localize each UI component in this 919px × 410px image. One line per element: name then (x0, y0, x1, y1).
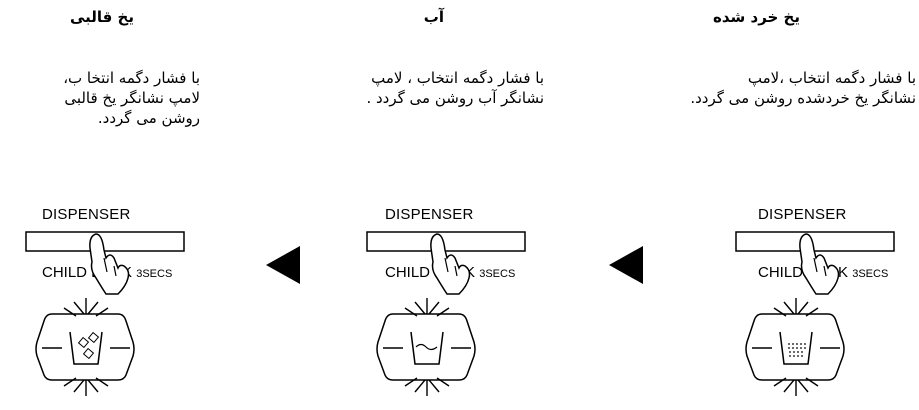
child-lock-label: CHILD LOCK 3SECS (385, 264, 515, 281)
water-description: با فشار دگمه انتخاب ، لامپ نشانگر آب روش… (366, 68, 544, 108)
description-line: روشن می گردد. (97, 109, 200, 127)
child-lock-secs: 3SECS (852, 268, 889, 280)
water-glass-icon (376, 298, 476, 396)
description-line: با فشار دگمه انتخاب ،لامپ (747, 69, 916, 87)
crushed-ice-glass-icon (745, 298, 845, 396)
left-arrow-icon (266, 246, 300, 284)
dispenser-panel-diagram (366, 231, 526, 396)
description-line: با فشار دگمه انتخاب ، لامپ (371, 69, 544, 87)
dispenser-button[interactable] (366, 231, 526, 252)
cube-ice-title: یخ قالبی (69, 8, 134, 26)
child-lock-label: CHILD LOCK 3SECS (42, 264, 172, 281)
description-line: نشانگر آب روشن می گردد . (366, 89, 544, 107)
child-lock-text: CHILD LOCK (42, 264, 133, 281)
dispenser-label: DISPENSER (758, 206, 847, 223)
cube-ice-description: با فشار دگمه انتخا ب، لامپ نشانگر یخ قال… (63, 68, 200, 128)
crushed-ice-description: با فشار دگمه انتخاب ،لامپ نشانگر یخ خردش… (690, 68, 916, 108)
dispenser-panel-diagram (735, 231, 895, 396)
child-lock-secs: 3SECS (136, 268, 173, 280)
dispenser-label: DISPENSER (385, 206, 474, 223)
child-lock-secs: 3SECS (479, 268, 516, 280)
child-lock-text: CHILD LOCK (385, 264, 476, 281)
crushed-ice-title: یخ خرد شده (713, 8, 800, 26)
left-arrow-icon (609, 246, 643, 284)
crushed-ice-column: یخ خرد شده با فشار دگمه انتخاب ،لامپ نشا… (618, 0, 918, 410)
dispenser-button[interactable] (735, 231, 895, 252)
description-line: لامپ نشانگر یخ قالبی (64, 89, 200, 107)
dispenser-panel-diagram (25, 231, 185, 396)
description-line: با فشار دگمه انتخا ب، (63, 69, 200, 87)
child-lock-label: CHILD LOCK 3SECS (758, 264, 888, 281)
description-line: نشانگر یخ خردشده روشن می گردد. (690, 89, 916, 107)
dispenser-button[interactable] (25, 231, 185, 252)
cube-ice-column: یخ قالبی با فشار دگمه انتخا ب، لامپ نشان… (0, 0, 300, 410)
water-title: آب (423, 8, 444, 26)
dispenser-label: DISPENSER (42, 206, 131, 223)
child-lock-text: CHILD LOCK (758, 264, 849, 281)
ice-cubes-glass-icon (35, 298, 135, 396)
water-column: آب با فشار دگمه انتخاب ، لامپ نشانگر آب … (309, 0, 609, 410)
